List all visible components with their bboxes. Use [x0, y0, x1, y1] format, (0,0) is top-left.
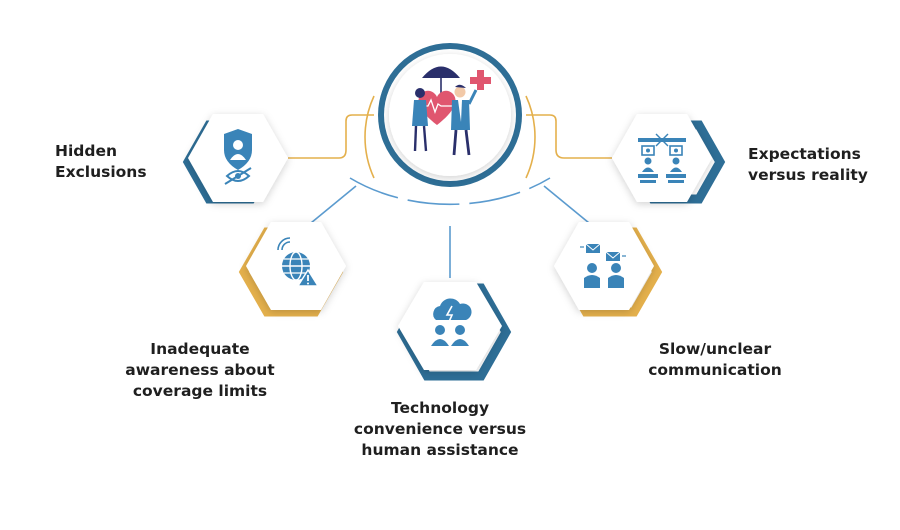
- shield-user-eye-slash-icon: [224, 129, 252, 185]
- gold-arc-right: [525, 95, 536, 179]
- center-badge: [378, 43, 522, 187]
- label-hidden-exclusions: Hidden Exclusions: [55, 142, 147, 181]
- node-inadequate-awareness: [238, 222, 346, 317]
- node-slow-communication: [554, 222, 663, 317]
- umbrella-heart-couple-icon: [412, 66, 491, 156]
- node-technology-convenience: [396, 282, 512, 381]
- gold-line-left: [288, 114, 374, 159]
- cloud-lightning-people-icon: [431, 298, 472, 346]
- blue-arc: [349, 177, 551, 206]
- gold-line-right: [526, 114, 612, 159]
- label-inadequate-awareness: Inadequate awareness about coverage limi…: [125, 340, 275, 400]
- label-technology-convenience: Technology convenience versus human assi…: [353, 399, 527, 459]
- gold-arc-left: [364, 95, 375, 179]
- people-messages-icon: [580, 243, 626, 288]
- monitors-people-compare-icon: [638, 133, 686, 183]
- label-expectations-reality: Expectations versus reality: [748, 145, 868, 184]
- node-hidden-exclusions: [182, 114, 288, 204]
- node-expectations-reality: [612, 114, 726, 204]
- label-slow-communication: Slow/unclear communication: [648, 340, 782, 379]
- globe-signal-warning-icon: [277, 237, 320, 287]
